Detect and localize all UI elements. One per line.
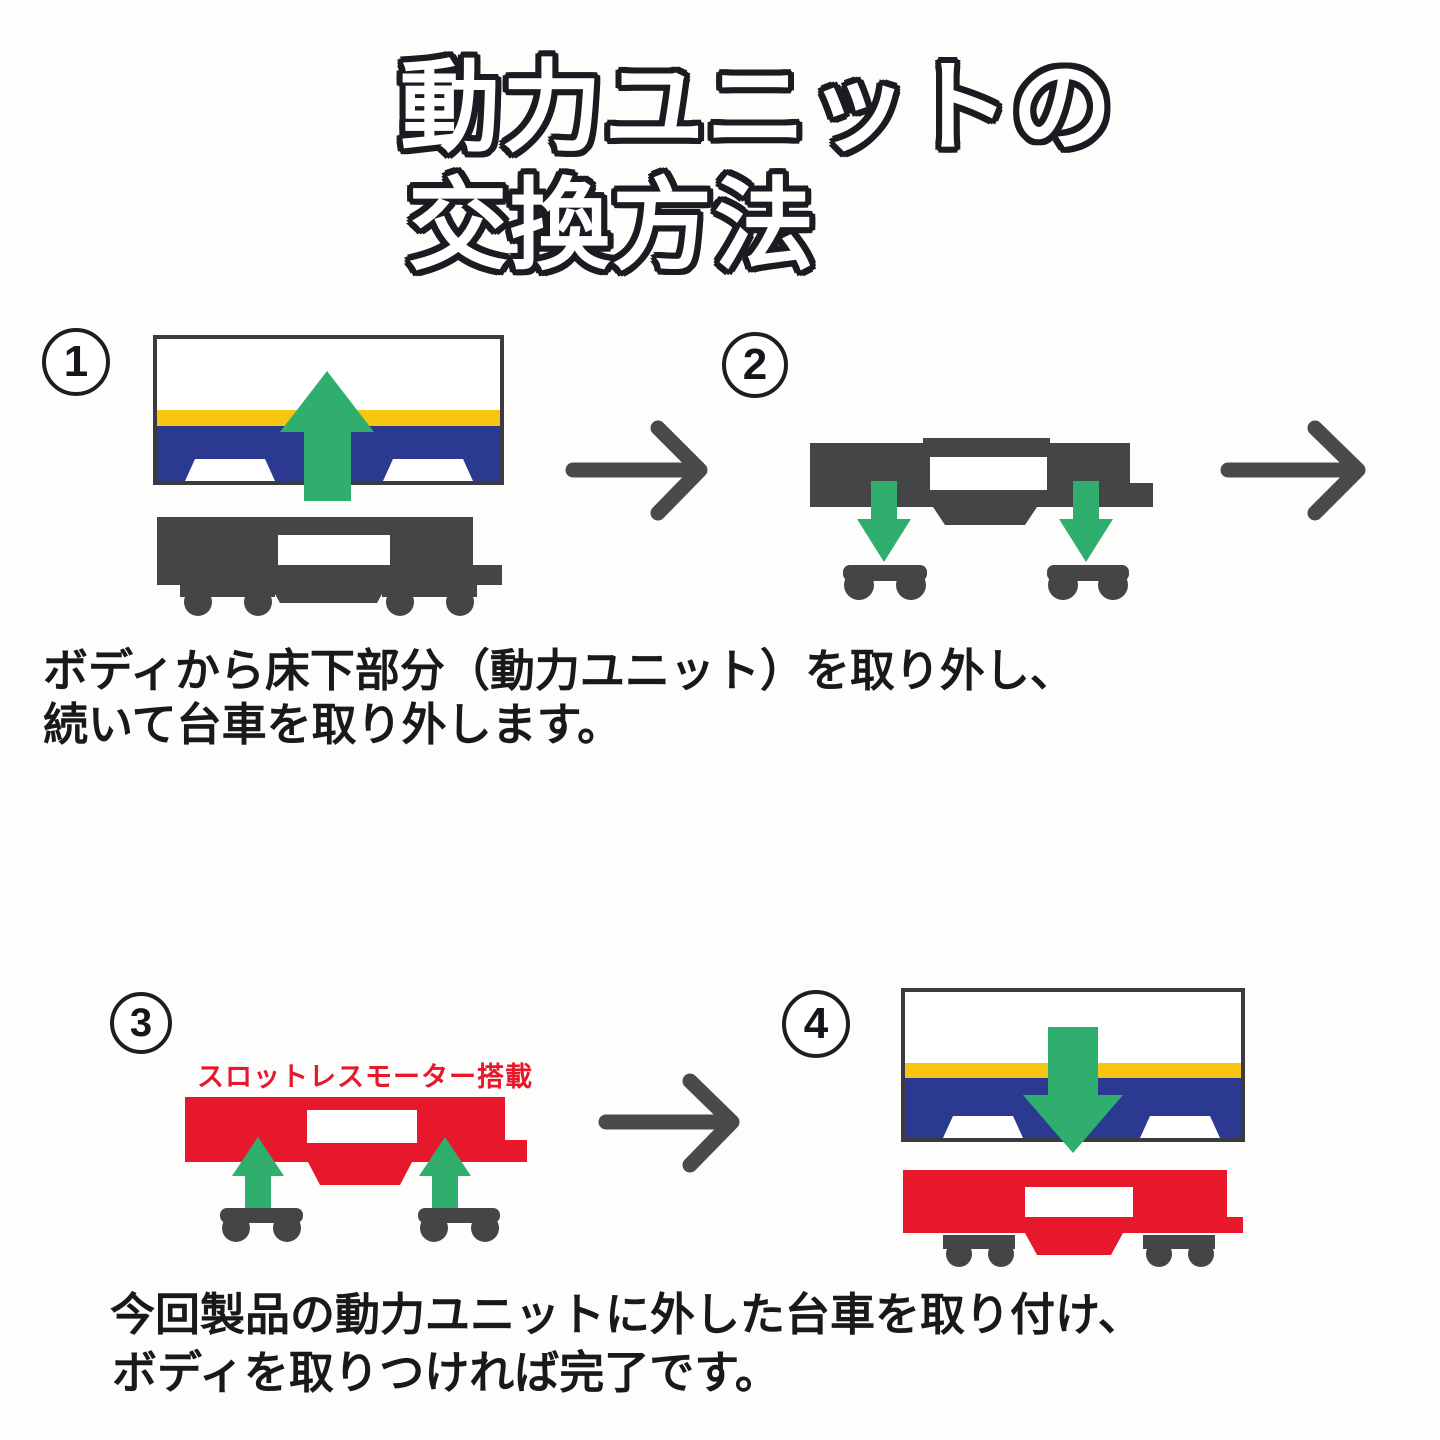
page-title-line1: 動力ユニットの (400, 52, 1114, 164)
step-2-illustration (810, 438, 1153, 600)
wheel (446, 588, 474, 616)
step-2-badge: 2 (722, 332, 788, 398)
motor-label: スロットレスモーター搭載 (197, 1062, 533, 1092)
detached-bogie-right (1047, 565, 1129, 600)
detached-bogie-right (418, 1208, 500, 1242)
chassis-skirt (1025, 1233, 1123, 1255)
chassis-skirt (933, 507, 1037, 525)
new-power-unit-illustration (903, 1170, 1243, 1267)
wheel (844, 570, 874, 600)
chassis-window (307, 1110, 417, 1143)
step-1-number: 1 (63, 337, 89, 386)
caption-remove-line1: ボディから床下部分（動力ユニット）を取り外し、 (43, 645, 1075, 696)
wheel (1048, 570, 1078, 600)
arrow-up-icon (280, 371, 374, 501)
arrow-down-icon (857, 481, 911, 562)
power-unit-illustration (810, 438, 1153, 525)
step-4-illustration (901, 988, 1245, 1267)
wheel (1146, 1241, 1172, 1267)
wheel (184, 588, 212, 616)
step-1-badge: 1 (42, 328, 110, 396)
step-4-badge: 4 (782, 990, 850, 1058)
wheel (896, 570, 926, 600)
flow-arrow-right-icon (598, 1073, 740, 1173)
wheel (988, 1241, 1014, 1267)
caption-attach-line2: ボディを取りつければ完了です。 (112, 1347, 780, 1398)
chassis-window (930, 457, 1047, 490)
wheel (244, 588, 272, 616)
step-3-badge: 3 (110, 992, 172, 1054)
wheel (1098, 570, 1128, 600)
detached-bogie-left (843, 565, 927, 600)
arrow-right-glyph (1220, 420, 1366, 521)
arrow-down-icon (1023, 1027, 1123, 1153)
chassis-skirt (308, 1162, 412, 1185)
step-1-illustration (153, 335, 504, 616)
arrow-up-icon (419, 1137, 471, 1208)
caption-attach-line1: 今回製品の動力ユニットに外した台車を取り付け、 (110, 1289, 1143, 1340)
step-2-number: 2 (742, 340, 768, 389)
flow-arrow-right-icon (565, 420, 708, 521)
flow-arrow-right-icon (1220, 420, 1366, 521)
chassis-window (278, 535, 390, 565)
wheel (386, 588, 414, 616)
wheel (1188, 1241, 1214, 1267)
arrow-up-icon (232, 1137, 284, 1208)
chassis-window (1025, 1187, 1133, 1217)
page-title-line2: 交換方法 (408, 170, 816, 282)
arrow-down-icon (1059, 481, 1113, 562)
caption-remove-line2: 続いて台車を取り外します。 (43, 699, 623, 750)
wheel (471, 1214, 499, 1242)
step-4-number: 4 (803, 999, 829, 1048)
wheel (273, 1214, 301, 1242)
detached-bogie-left (220, 1208, 303, 1242)
chassis-skirt (270, 585, 387, 603)
wheel (420, 1214, 448, 1242)
step-3-number: 3 (129, 1001, 153, 1045)
power-unit-illustration (157, 517, 502, 616)
arrow-right-glyph (598, 1073, 740, 1173)
wheel (222, 1214, 250, 1242)
arrow-right-glyph (565, 420, 708, 521)
step-3-illustration (185, 1097, 527, 1242)
wheel (946, 1241, 972, 1267)
